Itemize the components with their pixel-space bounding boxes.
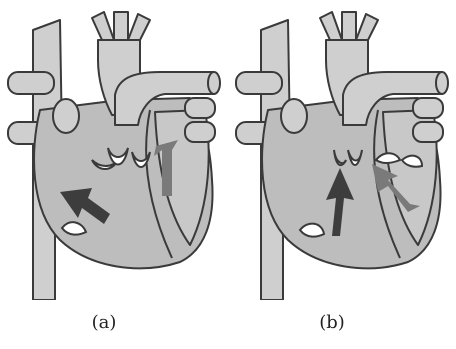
- pulmonary-vein-right-top: [185, 98, 215, 118]
- pulmonary-vein-left-top: [236, 72, 282, 94]
- pulmonary-vein-right-bottom: [185, 122, 215, 142]
- caption-a: (a): [64, 312, 144, 333]
- aortic-branch-3: [128, 14, 150, 40]
- aortic-branch-1: [92, 12, 114, 40]
- caption-b: (b): [292, 312, 372, 333]
- pulmonary-vein-right-bottom: [413, 122, 443, 142]
- pulmonary-vein-left-top: [8, 72, 54, 94]
- heart-diagram-b: [228, 0, 456, 300]
- aortic-branch-3: [356, 14, 378, 40]
- vena-cava-opening: [281, 99, 307, 133]
- heart-diagram-a: [0, 0, 228, 300]
- vena-cava-opening: [53, 99, 79, 133]
- aortic-branch-2: [342, 12, 356, 40]
- pulmonary-artery-end: [208, 72, 220, 94]
- pulmonary-artery-end: [436, 72, 448, 94]
- tricuspid-leaflet: [300, 224, 324, 237]
- aortic-branch-1: [320, 12, 342, 40]
- pulmonary-vein-right-top: [413, 98, 443, 118]
- aortic-branch-2: [114, 12, 128, 40]
